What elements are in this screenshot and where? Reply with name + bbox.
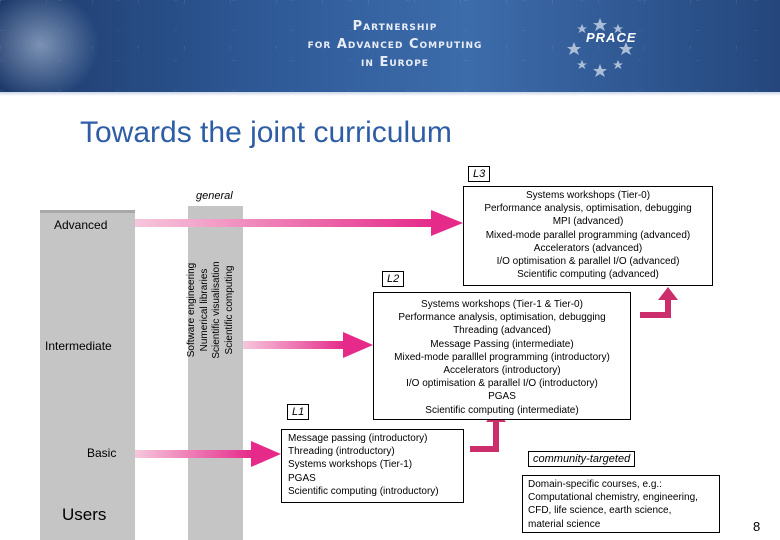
users-column-top-edge: [40, 210, 135, 213]
arrow-to-l2-icon: [243, 332, 373, 358]
arrow-to-l1-icon: [135, 441, 281, 467]
course-item: Scientific computing (introductory): [288, 485, 439, 497]
l3-label: L3: [468, 166, 491, 182]
l2-course-box: Systems workshops (Tier-1 & Tier-0) Perf…: [373, 292, 631, 420]
course-item: Accelerators (introductory): [443, 365, 561, 377]
organization-name-line2: for Advanced Computing: [307, 37, 483, 52]
course-item: Computational chemistry, engineering,: [528, 492, 698, 504]
course-item: I/O optimisation & parallel I/O (advance…: [496, 256, 680, 268]
prace-logo-text: PRACE: [586, 30, 637, 45]
slide-title: Towards the joint curriculum: [80, 116, 452, 149]
software-topic: Scientific visualisation: [211, 261, 222, 359]
course-item: Message passing (introductory): [288, 433, 428, 444]
course-item: Scientific computing (intermediate): [425, 404, 579, 416]
community-course-box: Domain-specific courses, e.g.: Computati…: [522, 475, 720, 533]
general-label: general: [196, 190, 233, 202]
banner-pattern: [0, 0, 780, 92]
course-item: Performance analysis, optimisation, debu…: [398, 312, 606, 324]
organization-name: Partnership for Advanced Computing in Eu…: [280, 18, 510, 72]
course-item: PGAS: [488, 391, 516, 403]
organization-name-line3: in Europe: [361, 55, 429, 70]
level-intermediate: Intermediate: [45, 339, 112, 353]
level-advanced: Advanced: [54, 218, 108, 232]
community-targeted-label: community-targeted: [528, 451, 636, 467]
course-item: Systems workshops (Tier-1): [288, 459, 413, 471]
l2-label: L2: [382, 271, 405, 287]
software-topic: Scientific computing: [223, 265, 235, 355]
software-column: [188, 206, 243, 540]
prace-logo-icon: [567, 18, 633, 77]
organization-name-line1: Partnership: [352, 19, 438, 34]
course-item: Mixed-mode paralllel programming (introd…: [394, 351, 610, 363]
l1-label: L1: [287, 404, 310, 420]
course-item: Mixed-mode parallel programming (advance…: [485, 229, 691, 241]
course-item: MPI (advanced): [552, 216, 624, 228]
users-label: Users: [62, 505, 107, 524]
course-item: Threading (introductory): [288, 446, 395, 458]
course-item: Accelerators (advanced): [533, 242, 643, 254]
course-item: CFD, life science, earth science,: [528, 505, 672, 517]
software-topic: Numerical libraries: [198, 268, 210, 352]
level-basic: Basic: [87, 446, 117, 460]
course-item: Domain-specific courses, e.g.:: [528, 479, 662, 490]
l1-course-box: Message passing (introductory) Threading…: [281, 429, 464, 503]
l3-course-box: Systems workshops (Tier-0) Performance a…: [463, 186, 713, 286]
course-item: Threading (advanced): [453, 325, 551, 337]
course-item: Systems workshops (Tier-1 & Tier-0): [421, 299, 583, 310]
course-item: Performance analysis, optimisation, debu…: [484, 203, 692, 215]
course-item: PGAS: [288, 472, 316, 484]
course-item: Message Passing (intermediate): [430, 338, 574, 350]
banner-glow: [0, 0, 100, 92]
course-item: Systems workshops (Tier-0): [525, 190, 651, 201]
software-topics: Software engineering Numerical libraries…: [186, 215, 244, 405]
course-item: material science: [528, 518, 601, 530]
banner-divider: [0, 92, 780, 96]
arrow-to-l3-icon: [135, 210, 463, 236]
course-item: I/O optimisation & parallel I/O (introdu…: [406, 378, 598, 390]
up-arrow-to-l3-icon: [640, 287, 678, 318]
course-item: Scientific computing (advanced): [517, 269, 659, 281]
software-topic: Software engineering: [186, 262, 197, 358]
users-column: [40, 210, 135, 540]
page-number: 8: [753, 519, 761, 534]
header-banner: Partnership for Advanced Computing in Eu…: [0, 0, 780, 92]
